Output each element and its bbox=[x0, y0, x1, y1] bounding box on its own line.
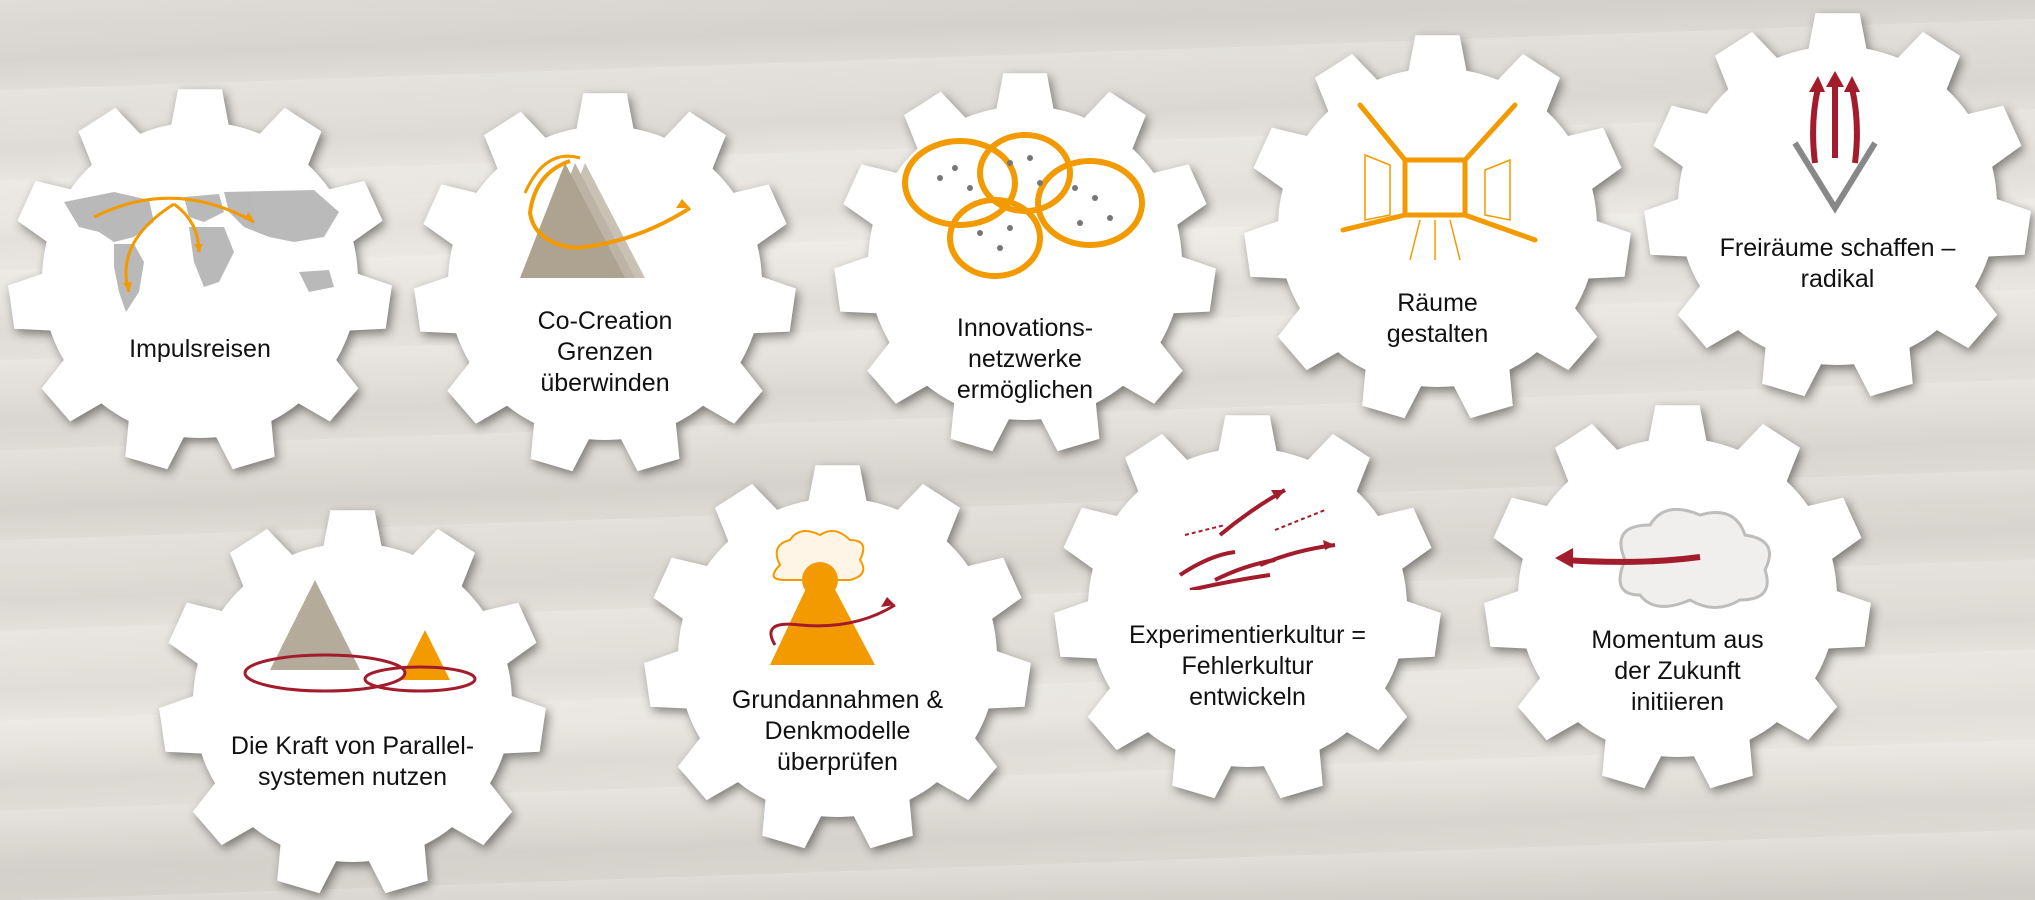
gear-grundannahmen: Grundannahmen & Denkmodelle überprüfen bbox=[640, 460, 1035, 855]
gear-impulsreisen: Impulsreisen bbox=[4, 84, 396, 476]
gear-label: Freiräume schaffen – radikal bbox=[1719, 234, 1956, 293]
gear-experimentierkultur: Experimentierkultur = Fehlerkultur entwi… bbox=[1050, 410, 1445, 805]
network-circles-icon bbox=[902, 132, 1145, 279]
world-map-icon bbox=[64, 190, 339, 312]
gear-freiraeume: Freiräume schaffen – radikal bbox=[1640, 8, 2035, 403]
cloud-cone-icon bbox=[769, 530, 896, 665]
room-perspective-icon bbox=[1340, 102, 1538, 261]
gear-label: Impulsreisen bbox=[129, 335, 271, 363]
pyramids-arrow-icon bbox=[520, 154, 692, 278]
red-arrows-icon bbox=[1178, 488, 1336, 590]
gear-label: Co-Creation Grenzen überwinden bbox=[537, 307, 673, 397]
gear-momentum: Momentum aus der Zukunft initiieren bbox=[1480, 400, 1875, 795]
gear-innovationsnetzwerke: Innovations- netzwerke ermöglichen bbox=[830, 68, 1220, 458]
cloud-arrow-icon bbox=[1555, 507, 1771, 609]
gear-label: Die Kraft von Parallel- systemen nutzen bbox=[230, 732, 475, 791]
gear-label: Momentum aus der Zukunft initiieren bbox=[1591, 626, 1764, 716]
two-triangles-icon bbox=[243, 580, 477, 693]
gear-co-creation: Co-Creation Grenzen überwinden bbox=[410, 88, 800, 478]
gear-parallelsysteme: Die Kraft von Parallel- systemen nutzen bbox=[155, 505, 550, 900]
gear-raeume: Räume gestalten bbox=[1240, 30, 1635, 425]
gear-label: Räume gestalten bbox=[1386, 289, 1489, 348]
gear-label: Experimentierkultur = Fehlerkultur entwi… bbox=[1129, 621, 1366, 711]
arrows-up-v-icon bbox=[1792, 71, 1878, 214]
gear-label: Innovations- netzwerke ermöglichen bbox=[956, 314, 1094, 404]
gear-label: Grundannahmen & Denkmodelle überprüfen bbox=[731, 686, 944, 776]
